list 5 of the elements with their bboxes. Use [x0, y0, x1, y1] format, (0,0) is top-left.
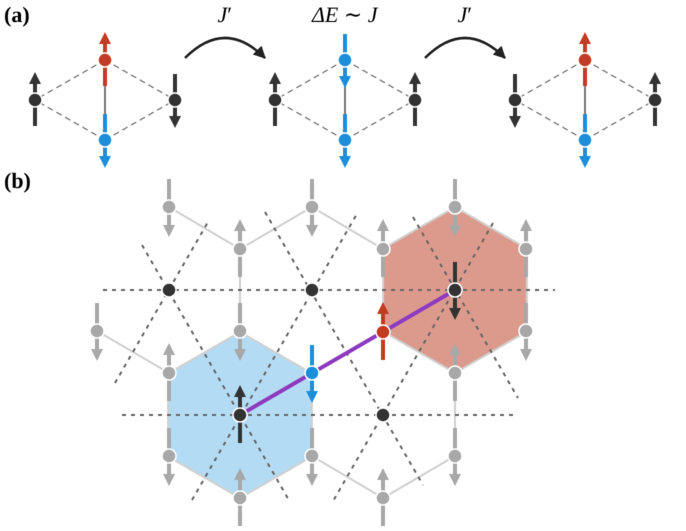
panel-label: (a)	[4, 2, 30, 28]
curved-arrow	[184, 36, 266, 59]
curved-arrow	[424, 36, 506, 59]
panel-label: (b)	[4, 168, 31, 194]
energy-label: ΔE ∼ J	[312, 2, 378, 28]
